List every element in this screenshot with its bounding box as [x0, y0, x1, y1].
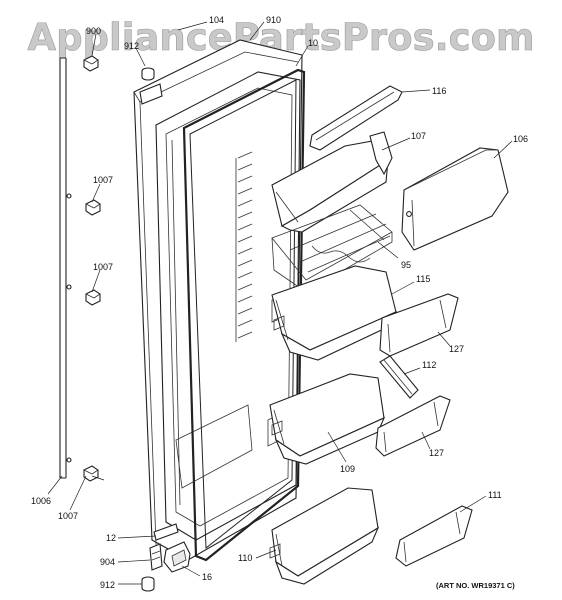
- bin-cover-106[interactable]: [401, 147, 509, 251]
- watermark: AppliancePartsPros.com: [27, 16, 534, 59]
- hinge-screw-904[interactable]: [149, 543, 163, 571]
- callout-900: 900: [86, 26, 101, 36]
- leader-lines: [47, 21, 513, 585]
- callout-107: 107: [411, 131, 426, 141]
- bin-110[interactable]: [269, 487, 380, 585]
- callout-112: 112: [422, 360, 436, 370]
- bushing-900[interactable]: [83, 55, 99, 72]
- bushing-1007-a[interactable]: [85, 199, 101, 216]
- callout-109: 109: [340, 464, 355, 474]
- callout-1007-a: 1007: [93, 175, 113, 185]
- bin-111[interactable]: [395, 505, 473, 567]
- hinge-bracket-12[interactable]: [153, 523, 179, 541]
- callout-12: 12: [106, 533, 116, 543]
- callout-912-top: 912: [124, 41, 139, 51]
- bushing-1007-c[interactable]: [83, 465, 99, 482]
- callout-910: 910: [266, 15, 281, 25]
- hinge-rod-1006[interactable]: [59, 57, 72, 479]
- callout-106: 106: [513, 134, 528, 144]
- bushing-1007-b[interactable]: [85, 289, 101, 306]
- hinge-cover-16[interactable]: [163, 541, 191, 573]
- divider-112[interactable]: [379, 355, 419, 399]
- callout-110: 110: [238, 553, 252, 563]
- callout-labels: 104 910 900 912 10 116 107 106 1007 1007…: [31, 15, 528, 590]
- art-number: (ART NO. WR19371 C): [436, 581, 515, 590]
- callout-116: 116: [432, 86, 446, 96]
- bin-109[interactable]: [269, 373, 386, 465]
- callout-904: 904: [100, 557, 115, 567]
- callout-127-upper: 127: [449, 344, 464, 354]
- callout-127-lower: 127: [429, 448, 444, 458]
- callout-115: 115: [416, 274, 430, 284]
- callout-104: 104: [209, 15, 224, 25]
- bin-127-lower[interactable]: [375, 395, 451, 457]
- callout-1006: 1006: [31, 496, 51, 506]
- callout-95: 95: [401, 260, 411, 270]
- callout-16: 16: [202, 572, 212, 582]
- callout-1007-b: 1007: [93, 262, 113, 272]
- hinge-pin-912-bottom[interactable]: [141, 576, 155, 592]
- liner-shelf-ribs: [235, 151, 253, 342]
- callout-912-bottom: 912: [100, 580, 115, 590]
- bin-rail-116[interactable]: [309, 85, 403, 151]
- hinge-pin-912-top[interactable]: [141, 67, 155, 81]
- door-gasket[interactable]: [182, 68, 306, 562]
- wire-rack-95[interactable]: [271, 204, 393, 293]
- callout-1007-c: 1007: [58, 511, 78, 521]
- callout-10: 10: [308, 38, 318, 48]
- bin-127-upper[interactable]: [379, 293, 459, 357]
- callout-111: 111: [488, 490, 502, 500]
- bin-107[interactable]: [271, 131, 393, 233]
